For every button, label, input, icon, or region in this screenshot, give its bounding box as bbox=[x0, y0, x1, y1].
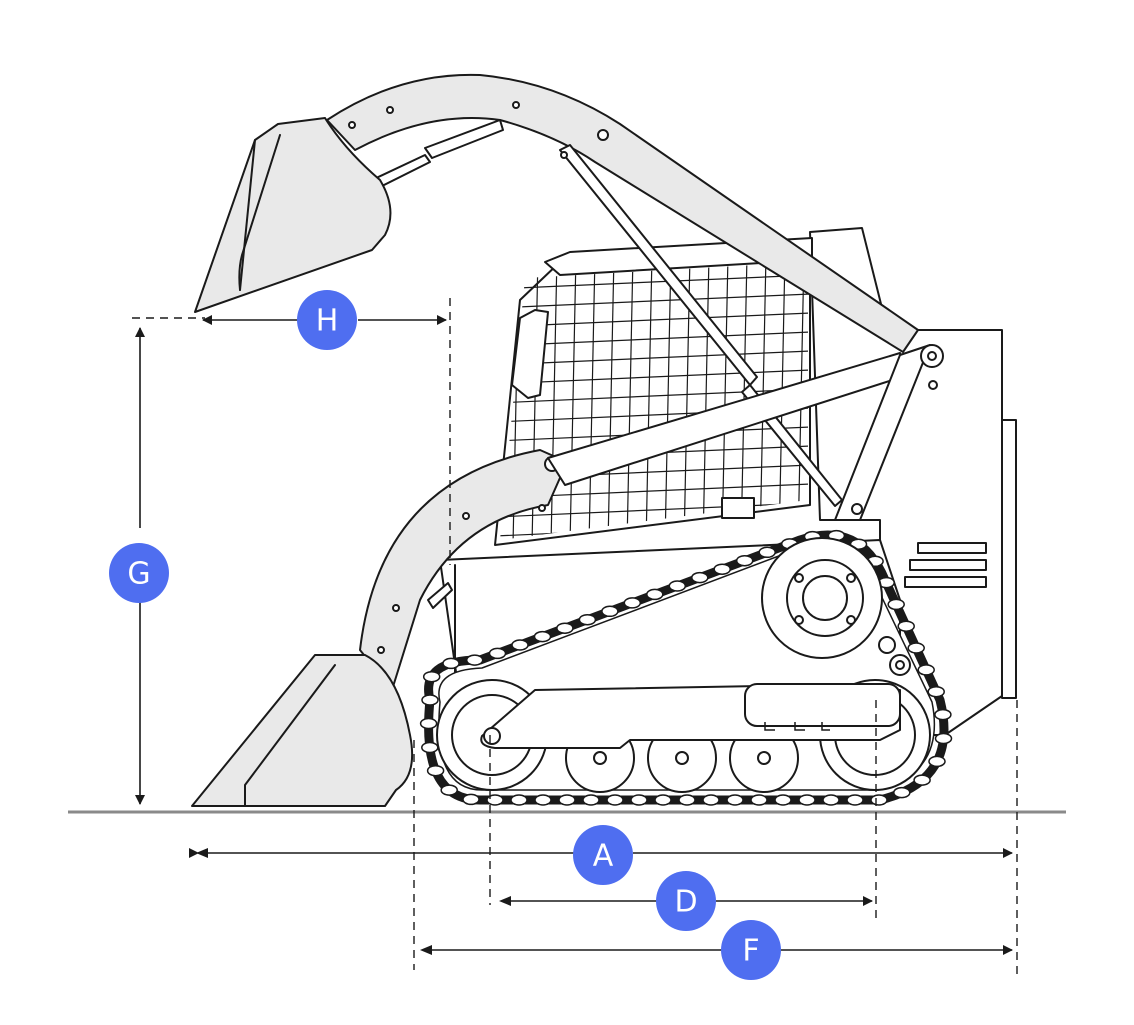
drive-sprocket bbox=[761, 537, 911, 676]
badge-A: A bbox=[573, 825, 633, 885]
badge-D: D bbox=[656, 871, 716, 931]
badge-F: F bbox=[721, 920, 781, 980]
lift-arm-brace bbox=[547, 344, 944, 521]
bucket-lowered bbox=[191, 654, 414, 807]
badge-F-label: F bbox=[742, 934, 759, 969]
cab-handle bbox=[721, 497, 755, 519]
badge-H-label: H bbox=[316, 304, 339, 339]
vent-slot bbox=[904, 576, 987, 588]
vent-slot bbox=[909, 559, 987, 571]
badge-A-label: A bbox=[593, 839, 614, 874]
bucket-raised bbox=[194, 117, 392, 313]
lift-arm-lower bbox=[359, 449, 568, 691]
badge-D-label: D bbox=[674, 885, 697, 920]
badge-H: H bbox=[297, 290, 357, 350]
badge-G: G bbox=[109, 543, 169, 603]
reference-lines bbox=[132, 298, 1018, 975]
vent-slot bbox=[917, 542, 987, 554]
rear-body bbox=[809, 227, 1017, 736]
track-frame bbox=[480, 683, 901, 749]
badge-G-label: G bbox=[127, 557, 150, 592]
